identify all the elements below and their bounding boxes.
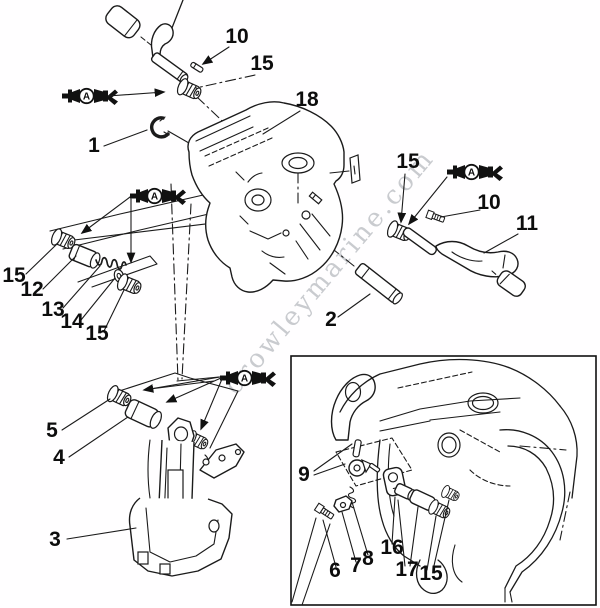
lube-letter: A — [468, 168, 475, 179]
clamp-lever-part — [333, 495, 353, 513]
callout-damper-bushing-lower: 4 — [53, 446, 65, 469]
bracket-assembly-part — [128, 417, 245, 577]
shaft-parts-row — [48, 226, 145, 298]
callout-clamp-bushing: 17 — [395, 558, 418, 581]
callout-tilt-bushing-right: 15 — [396, 150, 420, 173]
callout-pivot-pin: 2 — [325, 308, 337, 331]
callout-clamp-bushing-knurled: 15 — [419, 562, 443, 585]
leader-lines — [25, 46, 519, 571]
lube-marker-right: A — [446, 163, 504, 182]
pivot-pin-part — [354, 262, 403, 305]
callout-swivel-bracket: 18 — [295, 88, 319, 111]
callout-tilt-screw: 10 — [477, 191, 500, 214]
crank-pin-part — [190, 61, 204, 73]
callout-bracket-assembly: 3 — [49, 528, 61, 551]
lube-letter: A — [151, 192, 158, 203]
swivel-bracket-part — [187, 101, 345, 293]
callout-retainer-clip: 1 — [88, 134, 100, 157]
shaft-sleeve-part — [68, 243, 101, 269]
callout-crank-bushing: 15 — [250, 52, 274, 75]
damper-bushing-lower-part — [124, 399, 162, 429]
lube-marker-lower: A — [219, 369, 277, 388]
clamp-key-part — [368, 462, 381, 473]
callout-shaft-spring: 13 — [41, 298, 64, 321]
callout-shaft-sleeve: 12 — [20, 278, 43, 301]
lube-marker-top-left: A — [61, 87, 119, 106]
callout-clamp-lever: 7 — [350, 554, 362, 577]
retainer-clip-part — [150, 116, 170, 139]
callout-clamp-pin: 9 — [298, 463, 310, 486]
clamp-pin-part — [352, 439, 362, 458]
callout-clamp-spring-pin: 8 — [362, 547, 374, 570]
callout-crank-pin: 10 — [225, 25, 248, 48]
lube-letter: A — [83, 92, 90, 103]
flat-key-part — [329, 154, 361, 184]
callout-clamp-cam: 16 — [380, 536, 403, 559]
inset-box — [290, 355, 597, 606]
callout-labels: 10 15 18 1 15 10 11 2 15 12 13 14 15 5 4… — [2, 25, 538, 585]
lube-letter: A — [241, 374, 248, 385]
shaft-spring-part — [95, 256, 127, 270]
callout-shaft-washer: 14 — [60, 310, 84, 333]
clamp-cam-small-part — [348, 458, 372, 477]
callout-damper-bushing-upper: 5 — [46, 419, 58, 442]
callout-tilt-lever: 11 — [516, 212, 539, 235]
callout-clamp-bolt: 6 — [329, 559, 341, 582]
lube-marker-left-mid: A — [129, 187, 187, 206]
tilt-lever-part — [402, 227, 526, 297]
clamp-bracket-part — [330, 358, 578, 603]
clamp-plane-outline — [335, 437, 413, 487]
callout-shaft-bushing-inner: 15 — [85, 322, 109, 345]
callout-shaft-bushing-outer: 15 — [2, 264, 26, 287]
